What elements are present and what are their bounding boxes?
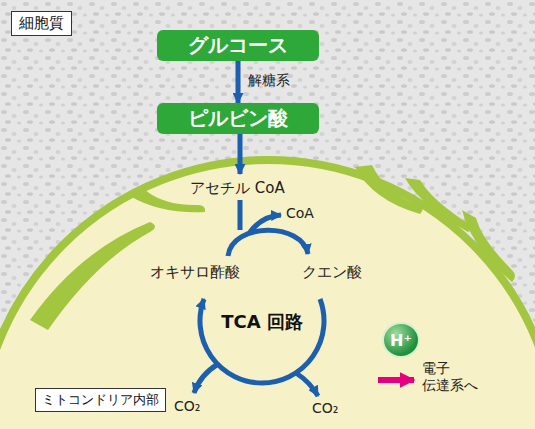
note-label: 電子 伝達系へ (422, 360, 486, 394)
cycle-title: TCA 回路 (221, 311, 303, 333)
molecule-label: クエン酸 (302, 263, 362, 281)
molecule-label: オキサロ酢酸 (150, 263, 240, 281)
molecule-label: CO₂ (174, 398, 200, 415)
region-label-box: ミトコンドリア内部 (35, 388, 166, 412)
edge-label: 解糖系 (248, 72, 290, 89)
process-box: ピルビン酸 (157, 103, 319, 134)
node-text: ミトコンドリア内部 (42, 391, 159, 409)
molecule-label: アセチル CoA (190, 179, 285, 197)
cristae (30, 165, 515, 330)
process-box: グルコース (157, 30, 319, 61)
molecule-label: CoA (286, 205, 314, 222)
node-text: 細胞質 (19, 14, 64, 33)
node-text: グルコース (188, 32, 288, 59)
node-text: H⁺ (390, 331, 412, 350)
electron-arrow (378, 377, 414, 383)
node-text: ピルビン酸 (188, 105, 288, 132)
mitochondrion (0, 160, 535, 429)
ion-circle: H⁺ (382, 322, 420, 358)
molecule-label: CO₂ (312, 400, 338, 417)
region-label-box: 細胞質 (11, 11, 72, 36)
flow-arrow (236, 61, 241, 103)
